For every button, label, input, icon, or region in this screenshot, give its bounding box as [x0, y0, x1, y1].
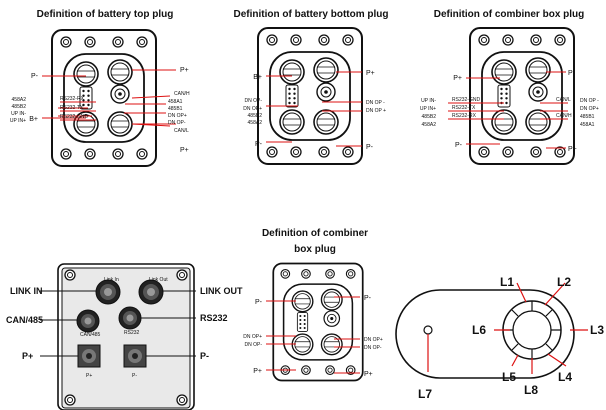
battery-bottom-label-right: DN OP - — [366, 100, 385, 106]
battery-top-label-left: 458A2 — [12, 97, 27, 103]
combiner-label-inner-right: CAN/L — [556, 97, 571, 103]
battery-top-plug: P- 458A2 485B2 UP IN- UP IN+ B+ RS232-RX… — [10, 30, 190, 166]
panel-label-right: LINK OUT — [200, 286, 243, 296]
combiner2-label-right: DN OP- — [364, 345, 382, 351]
title-combiner-box: Definition of combiner box plug — [433, 9, 585, 20]
combiner-label-inner: RS232-GND — [452, 97, 480, 103]
battery-top-label-right: P+ — [180, 67, 189, 74]
combiner2-label-right: DN OP+ — [364, 337, 383, 343]
panel-silk-label: RS232 — [124, 330, 140, 336]
led-label-l7: L7 — [418, 387, 432, 401]
battery-top-label-right: DN OP+ — [168, 113, 187, 119]
panel-label-right: P- — [200, 351, 209, 361]
combiner-box-plug: P+ UP IN- UP IN+ 485B2 458A2 P- RS232-GN… — [420, 28, 599, 164]
title-battery-bottom: Definition of battery bottom plug — [233, 9, 389, 20]
title-combiner-box-2-line1: Definition of combiner — [261, 228, 369, 239]
combiner-label-right: 485B1 — [580, 114, 595, 120]
battery-bottom-label-left: 458A2 — [248, 120, 263, 126]
battery-top-label-inner: RS232-GND — [60, 114, 88, 120]
panel-label-left: LINK IN — [10, 286, 43, 296]
battery-top-label-left: UP IN+ — [10, 118, 26, 124]
combiner-label-inner-right: CAN/H — [556, 113, 572, 119]
front-panel: LINK IN CAN/485 P+ LINK OUT RS232 P- Lin… — [6, 263, 243, 410]
battery-top-label-left: UP IN- — [11, 111, 26, 117]
panel-label-right: RS232 — [200, 313, 228, 323]
panel-silk-label: P- — [132, 373, 137, 379]
battery-top-label-left: B+ — [29, 116, 38, 123]
combiner-box-plug-2: P- DN OP+ DN OP- P+ P- DN OP+ DN OP- P+ — [243, 264, 383, 381]
panel-silk-label: CAN/485 — [80, 332, 101, 338]
battery-top-label-right: CAN/H — [174, 91, 190, 97]
led-indicator-panel: L1 L2 L3 L4 L5 L6 L7 L8 — [395, 275, 604, 401]
panel-silk-label: Link In — [104, 277, 119, 283]
title-battery-top: Definition of battery top plug — [36, 9, 174, 20]
battery-bottom-plug: B+ DN OP- DN OP+ 485B2 458A2 P- P+ DN OP… — [243, 28, 386, 164]
battery-bottom-label-left: B+ — [253, 74, 262, 81]
battery-top-label-right: P+ — [180, 147, 189, 154]
led-label-l3: L3 — [590, 323, 604, 337]
combiner-label-right: P+ — [568, 146, 577, 153]
combiner2-label-right: P- — [364, 295, 372, 302]
battery-bottom-label-right: P+ — [366, 70, 375, 77]
battery-top-label-inner: RS232-TX — [60, 105, 84, 111]
battery-top-label-right: 458A1 — [168, 99, 183, 105]
combiner-label-left: UP IN+ — [420, 106, 436, 112]
combiner2-label-left: P+ — [253, 368, 262, 375]
battery-bottom-label-right: P- — [366, 144, 374, 151]
combiner-label-left: 458A2 — [422, 122, 437, 128]
led-label-l5: L5 — [502, 370, 516, 384]
led-label-l2: L2 — [557, 275, 571, 289]
combiner-label-right: P- — [568, 70, 576, 77]
combiner-label-right: DN OP - — [580, 98, 599, 104]
panel-label-left: P+ — [22, 351, 33, 361]
combiner2-label-right: P+ — [364, 371, 373, 378]
combiner-label-right: 458A1 — [580, 122, 595, 128]
battery-bottom-label-left: 485B2 — [248, 113, 263, 119]
combiner-label-left: 485B2 — [422, 114, 437, 120]
combiner2-label-left: DN OP- — [245, 342, 263, 348]
panel-label-left: CAN/485 — [6, 315, 43, 325]
battery-bottom-label-left: DN OP- — [245, 98, 263, 104]
title-combiner-box-2-line2: box plug — [294, 244, 336, 255]
combiner-label-inner: RS232-TX — [452, 105, 476, 111]
battery-top-label-inner: RS232-RX — [60, 96, 85, 102]
combiner-label-left: P- — [455, 142, 463, 149]
battery-top-label-right: 485B1 — [168, 106, 183, 112]
battery-top-label-right: CAN/L — [174, 128, 189, 134]
battery-top-label-right: DN OP- — [168, 120, 186, 126]
battery-bottom-label-left: DN OP+ — [243, 106, 262, 112]
led-label-l4: L4 — [558, 370, 572, 384]
battery-bottom-label-left: P- — [255, 141, 263, 148]
combiner2-label-left: DN OP+ — [243, 334, 262, 340]
battery-top-label-left: 485B2 — [12, 104, 27, 110]
combiner-label-left: UP IN- — [421, 98, 436, 104]
battery-top-label-left: P- — [31, 73, 39, 80]
combiner-label-left: P+ — [453, 75, 462, 82]
led-label-l8: L8 — [524, 383, 538, 397]
battery-bottom-label-right: DN OP + — [366, 108, 386, 114]
panel-silk-label: P+ — [86, 373, 92, 379]
combiner-label-right: DN OP+ — [580, 106, 599, 112]
panel-silk-label: Link Out — [149, 277, 168, 283]
led-label-l1: L1 — [500, 275, 514, 289]
combiner-label-inner: RS232-RX — [452, 113, 477, 119]
combiner2-label-left: P- — [255, 299, 263, 306]
led-label-l6: L6 — [472, 323, 486, 337]
